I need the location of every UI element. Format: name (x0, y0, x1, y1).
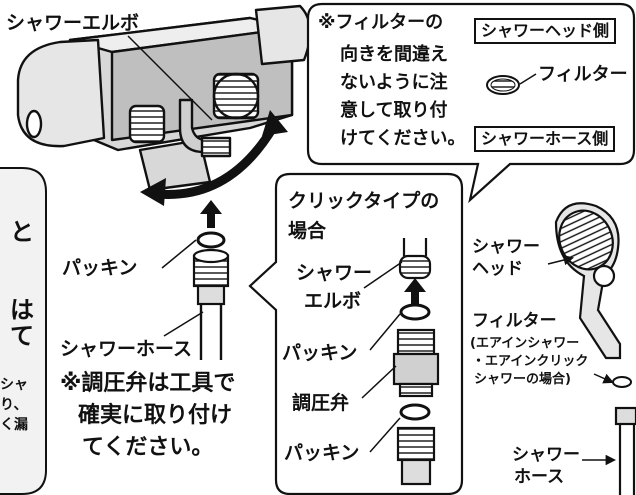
label-shower-elbow-inner-1: シャワー (296, 262, 373, 284)
shower-hose-side-box: シャワーホース側 (474, 126, 616, 152)
filter-small-icon (612, 376, 632, 388)
up-arrow-inner-icon (404, 278, 426, 304)
packing-ring-inner-1 (399, 303, 431, 321)
label-packing-left: パッキン (62, 257, 138, 279)
callout-line-1: ※フィルターの (318, 12, 444, 33)
left-side-panel (0, 167, 47, 495)
left-panel-char-2: は (10, 296, 34, 324)
label-shower-elbow-inner-2: エルボ (304, 290, 362, 312)
pressure-valve-part (392, 328, 440, 398)
click-type-title-2: 場合 (288, 220, 327, 242)
shower-head-part (554, 202, 622, 360)
packing-ring-inner-2 (399, 403, 431, 421)
label-packing-inner-1: パッキン (282, 342, 358, 364)
left-panel-char-1: と (10, 218, 34, 246)
label-filter-right-2: (エアインシャワー (470, 336, 580, 351)
label-shower-hose-right-1: シャワー (512, 445, 580, 465)
label-filter-right-1: フィルター (472, 311, 557, 331)
label-shower-head-2: ヘッド (472, 259, 523, 279)
filter-mesh-icon (486, 75, 520, 95)
note-line-1: ※調圧弁は工具で (60, 371, 236, 396)
left-panel-frag-1: シャ (0, 377, 28, 393)
callout-line-4: 意して取り付 (340, 100, 448, 121)
callout-line-3: ないように注 (340, 72, 448, 93)
note-line-2: 確実に取り付け (78, 403, 233, 428)
rotation-arrow (140, 110, 288, 206)
shower-hose-left (199, 304, 223, 360)
callout-line-2: 向きを間違え (340, 44, 448, 65)
shower-head-side-box: シャワーヘッド側 (474, 18, 617, 44)
callout-filter-label: フィルター (538, 64, 628, 85)
label-pressure-valve: 調圧弁 (292, 392, 350, 414)
label-shower-hose-left: シャワーホース (60, 338, 193, 360)
left-panel-char-3: て (10, 322, 34, 350)
packing-ring-left (196, 231, 226, 249)
hose-nut-left (192, 248, 230, 306)
faucet-body (16, 4, 312, 192)
left-panel-frag-3: く漏 (0, 417, 28, 433)
label-shower-hose-right-2: ホース (514, 467, 565, 487)
note-line-3: てください。 (82, 435, 214, 460)
hose-nut-inner (396, 426, 436, 486)
label-shower-elbow-top: シャワーエルボ (6, 12, 140, 34)
left-panel-frag-2: り、 (0, 397, 28, 413)
callout-line-5: けてください。 (340, 128, 466, 149)
up-arrow-icon (200, 200, 222, 228)
label-shower-head-1: シャワー (472, 237, 540, 257)
shower-hose-right (614, 406, 636, 495)
click-elbow-part (398, 238, 432, 280)
label-filter-right-3: ・エアインクリック (472, 354, 589, 369)
click-type-title-1: クリックタイプの (288, 190, 440, 212)
label-packing-inner-2: パッキン (284, 442, 360, 464)
label-filter-right-4: シャワーの場合) (474, 372, 571, 387)
